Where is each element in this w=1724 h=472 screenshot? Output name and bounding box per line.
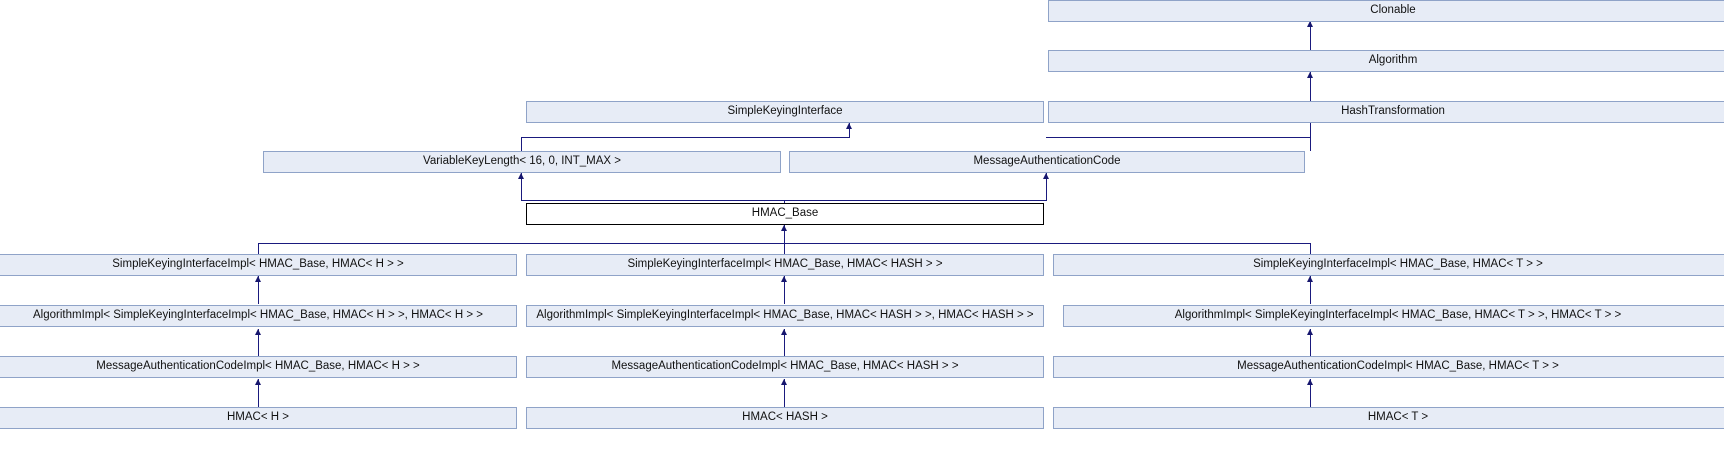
arrowhead-skiimpl-to-hmacbase	[781, 225, 787, 231]
node-messageauthenticationcodeimpl-h[interactable]: MessageAuthenticationCodeImpl< HMAC_Base…	[0, 356, 517, 378]
node-hmac-base-label: HMAC_Base	[751, 207, 819, 220]
edge-hmacbase-to-mac-horizontal	[784, 200, 1047, 201]
node-algorithmimpl-t[interactable]: AlgorithmImpl< SimpleKeyingInterfaceImpl…	[1063, 305, 1724, 327]
edge-bus-drop-right	[1310, 243, 1311, 254]
edge-skiimpl-to-hmacbase-stub	[784, 225, 785, 243]
node-messageauthenticationcode-label: MessageAuthenticationCode	[973, 155, 1121, 168]
edge-hmac-h-to-macimpl	[258, 379, 259, 407]
node-simplekeyinginterfaceimpl-hash-label: SimpleKeyingInterfaceImpl< HMAC_Base, HM…	[627, 258, 943, 271]
node-messageauthenticationcodeimpl-h-label: MessageAuthenticationCodeImpl< HMAC_Base…	[96, 360, 420, 373]
node-hmac-hash[interactable]: HMAC< HASH >	[526, 407, 1044, 429]
node-algorithmimpl-hash[interactable]: AlgorithmImpl< SimpleKeyingInterfaceImpl…	[526, 305, 1044, 327]
edge-hmac-t-to-macimpl	[1310, 379, 1311, 407]
edge-aiimpl-h-to-skiimpl	[258, 276, 259, 304]
arrowhead-algorithm-to-clonable	[1307, 21, 1313, 27]
arrowhead-aiimpl-t-to-skiimpl	[1307, 276, 1313, 282]
edge-macimpl-hash-to-aiimpl	[784, 329, 785, 356]
edge-bus-drop-center	[784, 243, 785, 254]
node-variablekeylength-label: VariableKeyLength< 16, 0, INT_MAX >	[423, 155, 621, 168]
node-messageauthenticationcodeimpl-t-label: MessageAuthenticationCodeImpl< HMAC_Base…	[1237, 360, 1559, 373]
node-algorithm[interactable]: Algorithm	[1048, 50, 1724, 72]
edge-macimpl-h-to-aiimpl	[258, 329, 259, 356]
node-hashtransformation-label: HashTransformation	[1341, 105, 1445, 118]
arrowhead-hmac-t-to-macimpl	[1307, 379, 1313, 385]
node-hmac-t[interactable]: HMAC< T >	[1053, 407, 1724, 429]
node-messageauthenticationcodeimpl-t[interactable]: MessageAuthenticationCodeImpl< HMAC_Base…	[1053, 356, 1724, 378]
edge-aiimpl-hash-to-skiimpl	[784, 276, 785, 304]
node-algorithmimpl-t-label: AlgorithmImpl< SimpleKeyingInterfaceImpl…	[1174, 309, 1622, 322]
arrowhead-hmacbase-to-variablekeylength	[518, 173, 524, 179]
arrowhead-macimpl-hash-to-aiimpl	[781, 329, 787, 335]
arrowhead-hmacbase-to-mac	[1043, 173, 1049, 179]
edge-macimpl-t-to-aiimpl	[1310, 329, 1311, 356]
node-hmac-t-label: HMAC< T >	[1367, 411, 1429, 424]
node-hashtransformation[interactable]: HashTransformation	[1048, 101, 1724, 123]
edge-hmacbase-to-mac-drop	[1046, 173, 1047, 200]
arrowhead-macimpl-h-to-aiimpl	[255, 329, 261, 335]
node-hmac-h-label: HMAC< H >	[227, 411, 289, 424]
arrowhead-macimpl-t-to-aiimpl	[1307, 329, 1313, 335]
node-messageauthenticationcodeimpl-hash-label: MessageAuthenticationCodeImpl< HMAC_Base…	[611, 360, 959, 373]
arrowhead-hashtransformation-to-algorithm	[1307, 72, 1313, 78]
node-hmac-hash-label: HMAC< HASH >	[742, 411, 828, 424]
edge-variablekeylength-to-ski-horizontal	[521, 137, 850, 138]
edge-aiimpl-t-to-skiimpl	[1310, 276, 1311, 304]
edge-variablekeylength-to-ski-stub	[849, 123, 850, 137]
node-clonable-label: Clonable	[1370, 4, 1416, 17]
node-simplekeyinginterfaceimpl-h[interactable]: SimpleKeyingInterfaceImpl< HMAC_Base, HM…	[0, 254, 517, 276]
node-algorithm-label: Algorithm	[1368, 54, 1418, 67]
edge-mac-top-horizontal	[1046, 137, 1311, 138]
edge-algorithm-to-clonable	[1310, 21, 1311, 50]
edge-hmacbase-to-variablekeylength-drop	[521, 173, 522, 200]
node-hmac-h[interactable]: HMAC< H >	[0, 407, 517, 429]
node-simplekeyinginterfaceimpl-t-label: SimpleKeyingInterfaceImpl< HMAC_Base, HM…	[1253, 258, 1543, 271]
node-clonable[interactable]: Clonable	[1048, 0, 1724, 22]
arrowhead-aiimpl-h-to-skiimpl	[255, 276, 261, 282]
node-simplekeyinginterfaceimpl-hash[interactable]: SimpleKeyingInterfaceImpl< HMAC_Base, HM…	[526, 254, 1044, 276]
node-algorithmimpl-h[interactable]: AlgorithmImpl< SimpleKeyingInterfaceImpl…	[0, 305, 517, 327]
node-variablekeylength[interactable]: VariableKeyLength< 16, 0, INT_MAX >	[263, 151, 781, 173]
arrowhead-hmac-h-to-macimpl	[255, 379, 261, 385]
node-algorithmimpl-h-label: AlgorithmImpl< SimpleKeyingInterfaceImpl…	[33, 309, 483, 322]
node-messageauthenticationcodeimpl-hash[interactable]: MessageAuthenticationCodeImpl< HMAC_Base…	[526, 356, 1044, 378]
node-simplekeyinginterface-label: SimpleKeyingInterface	[727, 105, 843, 118]
node-messageauthenticationcode[interactable]: MessageAuthenticationCode	[789, 151, 1305, 173]
node-hmac-base[interactable]: HMAC_Base	[526, 203, 1044, 225]
arrowhead-aiimpl-hash-to-skiimpl	[781, 276, 787, 282]
edge-bus-drop-left	[258, 243, 259, 254]
arrowhead-hmac-hash-to-macimpl	[781, 379, 787, 385]
edge-hmacbase-join	[784, 200, 785, 203]
edge-hmacbase-to-variablekeylength-horizontal	[521, 200, 784, 201]
edge-hmac-hash-to-macimpl	[784, 379, 785, 407]
edge-hashtransformation-to-algorithm	[1310, 72, 1311, 101]
arrowhead-variablekeylength-to-ski	[846, 123, 852, 129]
node-simplekeyinginterfaceimpl-t[interactable]: SimpleKeyingInterfaceImpl< HMAC_Base, HM…	[1053, 254, 1724, 276]
node-simplekeyinginterfaceimpl-h-label: SimpleKeyingInterfaceImpl< HMAC_Base, HM…	[112, 258, 404, 271]
edge-variablekeylength-to-ski-drop	[521, 137, 522, 151]
node-algorithmimpl-hash-label: AlgorithmImpl< SimpleKeyingInterfaceImpl…	[536, 309, 1034, 322]
node-simplekeyinginterface[interactable]: SimpleKeyingInterface	[526, 101, 1044, 123]
